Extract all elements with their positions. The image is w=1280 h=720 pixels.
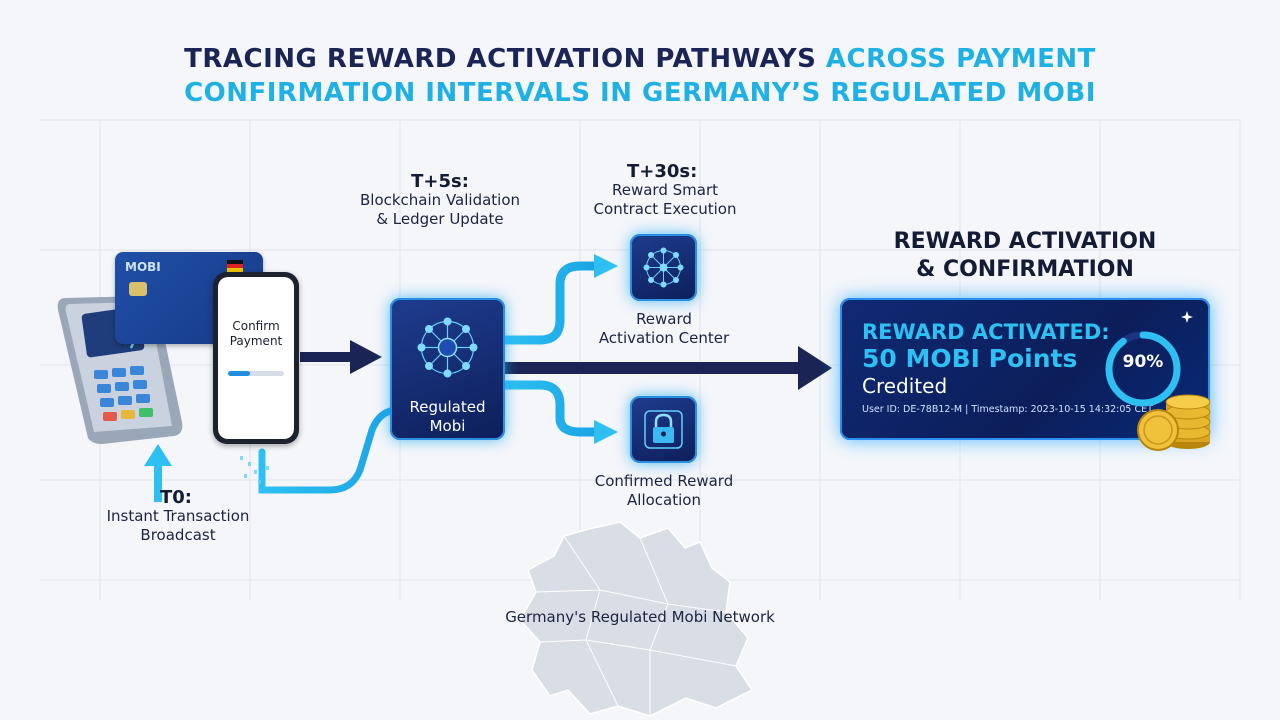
smartphone: Confirm Payment <box>213 272 299 444</box>
card-name: MOBI <box>125 260 161 274</box>
lock-icon <box>644 410 683 449</box>
hub-label: Regulated Mobi <box>409 398 486 435</box>
reward-activation-center-node[interactable] <box>630 234 697 301</box>
activation-heading: REWARD ACTIVATION & CONFIRMATION <box>893 229 1157 282</box>
reward-meta: User ID: DE-78B12-M | Timestamp: 2023-10… <box>862 404 1153 415</box>
stage-t30-label: T+30s: Reward Smart Contract Execution <box>575 162 755 219</box>
stage-t0-label: T0: Instant Transaction Broadcast <box>98 488 258 545</box>
payment-progress-bar <box>228 371 284 376</box>
progress-gauge <box>1105 331 1181 407</box>
path-phone-to-hub <box>258 406 402 494</box>
reward-points: 50 MOBI Points <box>862 344 1078 373</box>
flag-germany-icon <box>227 260 243 272</box>
title-line2: CONFIRMATION INTERVALS IN GERMANY’S REGU… <box>184 78 1096 108</box>
card-chip <box>129 282 147 296</box>
germany-map <box>519 521 754 717</box>
coin-stack-icon <box>1137 394 1211 451</box>
stage-t5-time: T+5s: <box>411 171 469 192</box>
confirm-payment-text[interactable]: Confirm Payment <box>229 319 283 348</box>
gauge-percent: 90% <box>1122 352 1164 372</box>
sparkle-icon <box>1181 311 1193 323</box>
page-title: TRACING REWARD ACTIVATION PATHWAYS ACROS… <box>0 42 1280 76</box>
confirmed-reward-node[interactable] <box>630 396 697 463</box>
confirmed-label: Confirmed Reward Allocation <box>594 472 734 509</box>
stage-t30-time: T+30s: <box>627 161 698 182</box>
network-icon <box>643 247 684 288</box>
arrow-hub-to-panel <box>505 346 832 390</box>
phone-screen: Confirm Payment <box>218 277 294 439</box>
page-title-line2: CONFIRMATION INTERVALS IN GERMANY’S REGU… <box>0 76 1280 110</box>
title-line1-dark: TRACING REWARD ACTIVATION PATHWAYS <box>184 44 817 74</box>
arrow-phone-to-hub <box>300 340 382 374</box>
arrow-t0-up <box>144 444 172 502</box>
reward-credited: Credited <box>862 374 948 398</box>
network-hub-icon <box>417 317 478 378</box>
map-label: Germany's Regulated Mobi Network <box>505 608 775 626</box>
regulated-mobi-hub[interactable]: Regulated Mobi <box>390 298 505 440</box>
stage-t0-time: T0: <box>160 487 193 508</box>
path-hub-to-confirmed <box>505 380 598 437</box>
payment-progress-fill <box>228 371 251 376</box>
reward-center-label: Reward Activation Center <box>598 310 730 347</box>
stage-t5-label: T+5s: Blockchain Validation & Ledger Upd… <box>340 172 540 229</box>
reward-status: REWARD ACTIVATED: <box>862 320 1110 344</box>
title-line1-cyan: ACROSS PAYMENT <box>825 44 1096 74</box>
path-hub-to-reward-center <box>505 261 598 345</box>
